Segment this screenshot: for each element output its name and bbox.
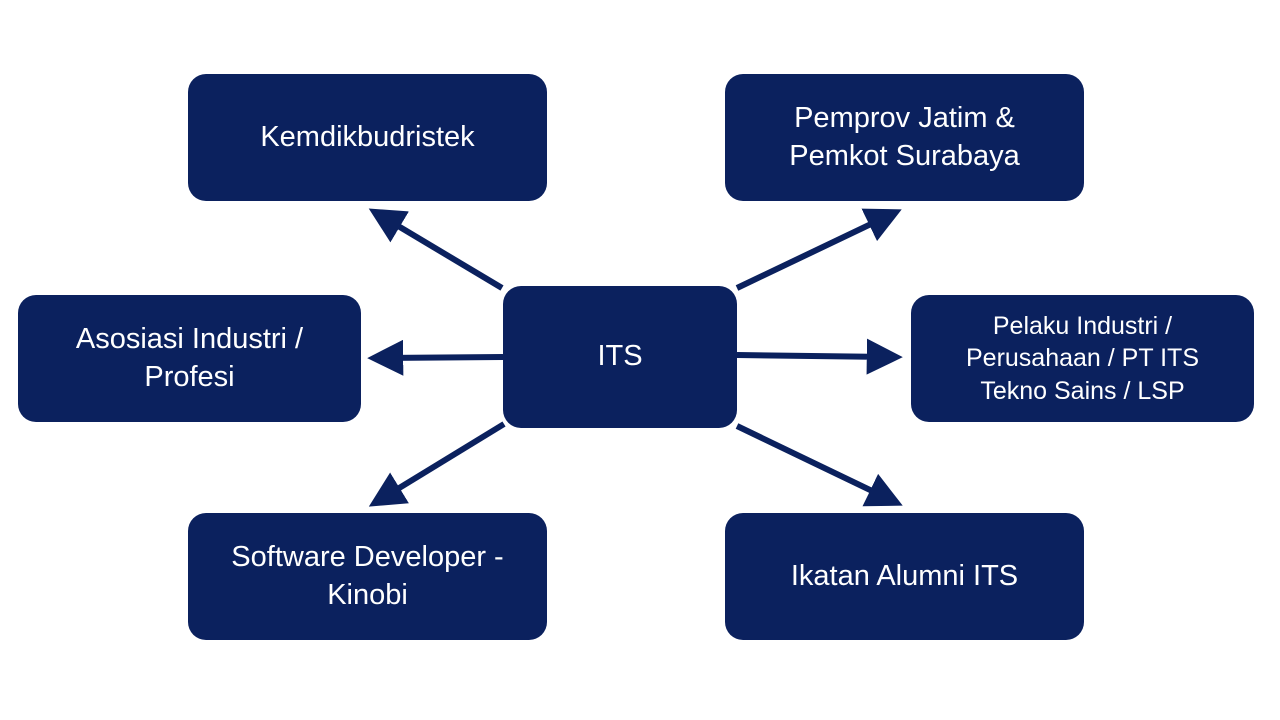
arrow-to-pemprov <box>735 208 902 291</box>
node-label-pemprov: Pemprov Jatim & Pemkot Surabaya <box>789 101 1020 172</box>
node-label-asosiasi: Asosiasi Industri / Profesi <box>75 322 304 393</box>
node-pelaku: Pelaku Industri / Perusahaan / PT ITS Te… <box>911 295 1254 422</box>
node-label-kemdikbudristek: Kemdikbudristek <box>260 120 475 153</box>
node-software: Software Developer - Kinobi <box>188 513 547 640</box>
node-asosiasi: Asosiasi Industri / Profesi <box>18 295 361 422</box>
node-kemdikbudristek: Kemdikbudristek <box>188 74 547 201</box>
center-node-its: ITS <box>503 286 737 428</box>
node-label-ikatan: Ikatan Alumni ITS <box>790 559 1019 592</box>
arrow-to-software <box>368 421 506 507</box>
center-node-label: ITS <box>597 340 643 373</box>
node-pemprov: Pemprov Jatim & Pemkot Surabaya <box>725 74 1084 201</box>
arrow-to-kemdikbudristek <box>368 208 504 291</box>
node-label-software: Software Developer - Kinobi <box>231 540 504 611</box>
arrow-to-ikatan <box>735 423 903 507</box>
arrow-to-pelaku <box>736 338 903 375</box>
node-ikatan: Ikatan Alumni ITS <box>725 513 1084 640</box>
node-label-pelaku: Pelaku Industri / Perusahaan / PT ITS Te… <box>966 311 1199 405</box>
arrow-to-asosiasi <box>367 339 504 376</box>
